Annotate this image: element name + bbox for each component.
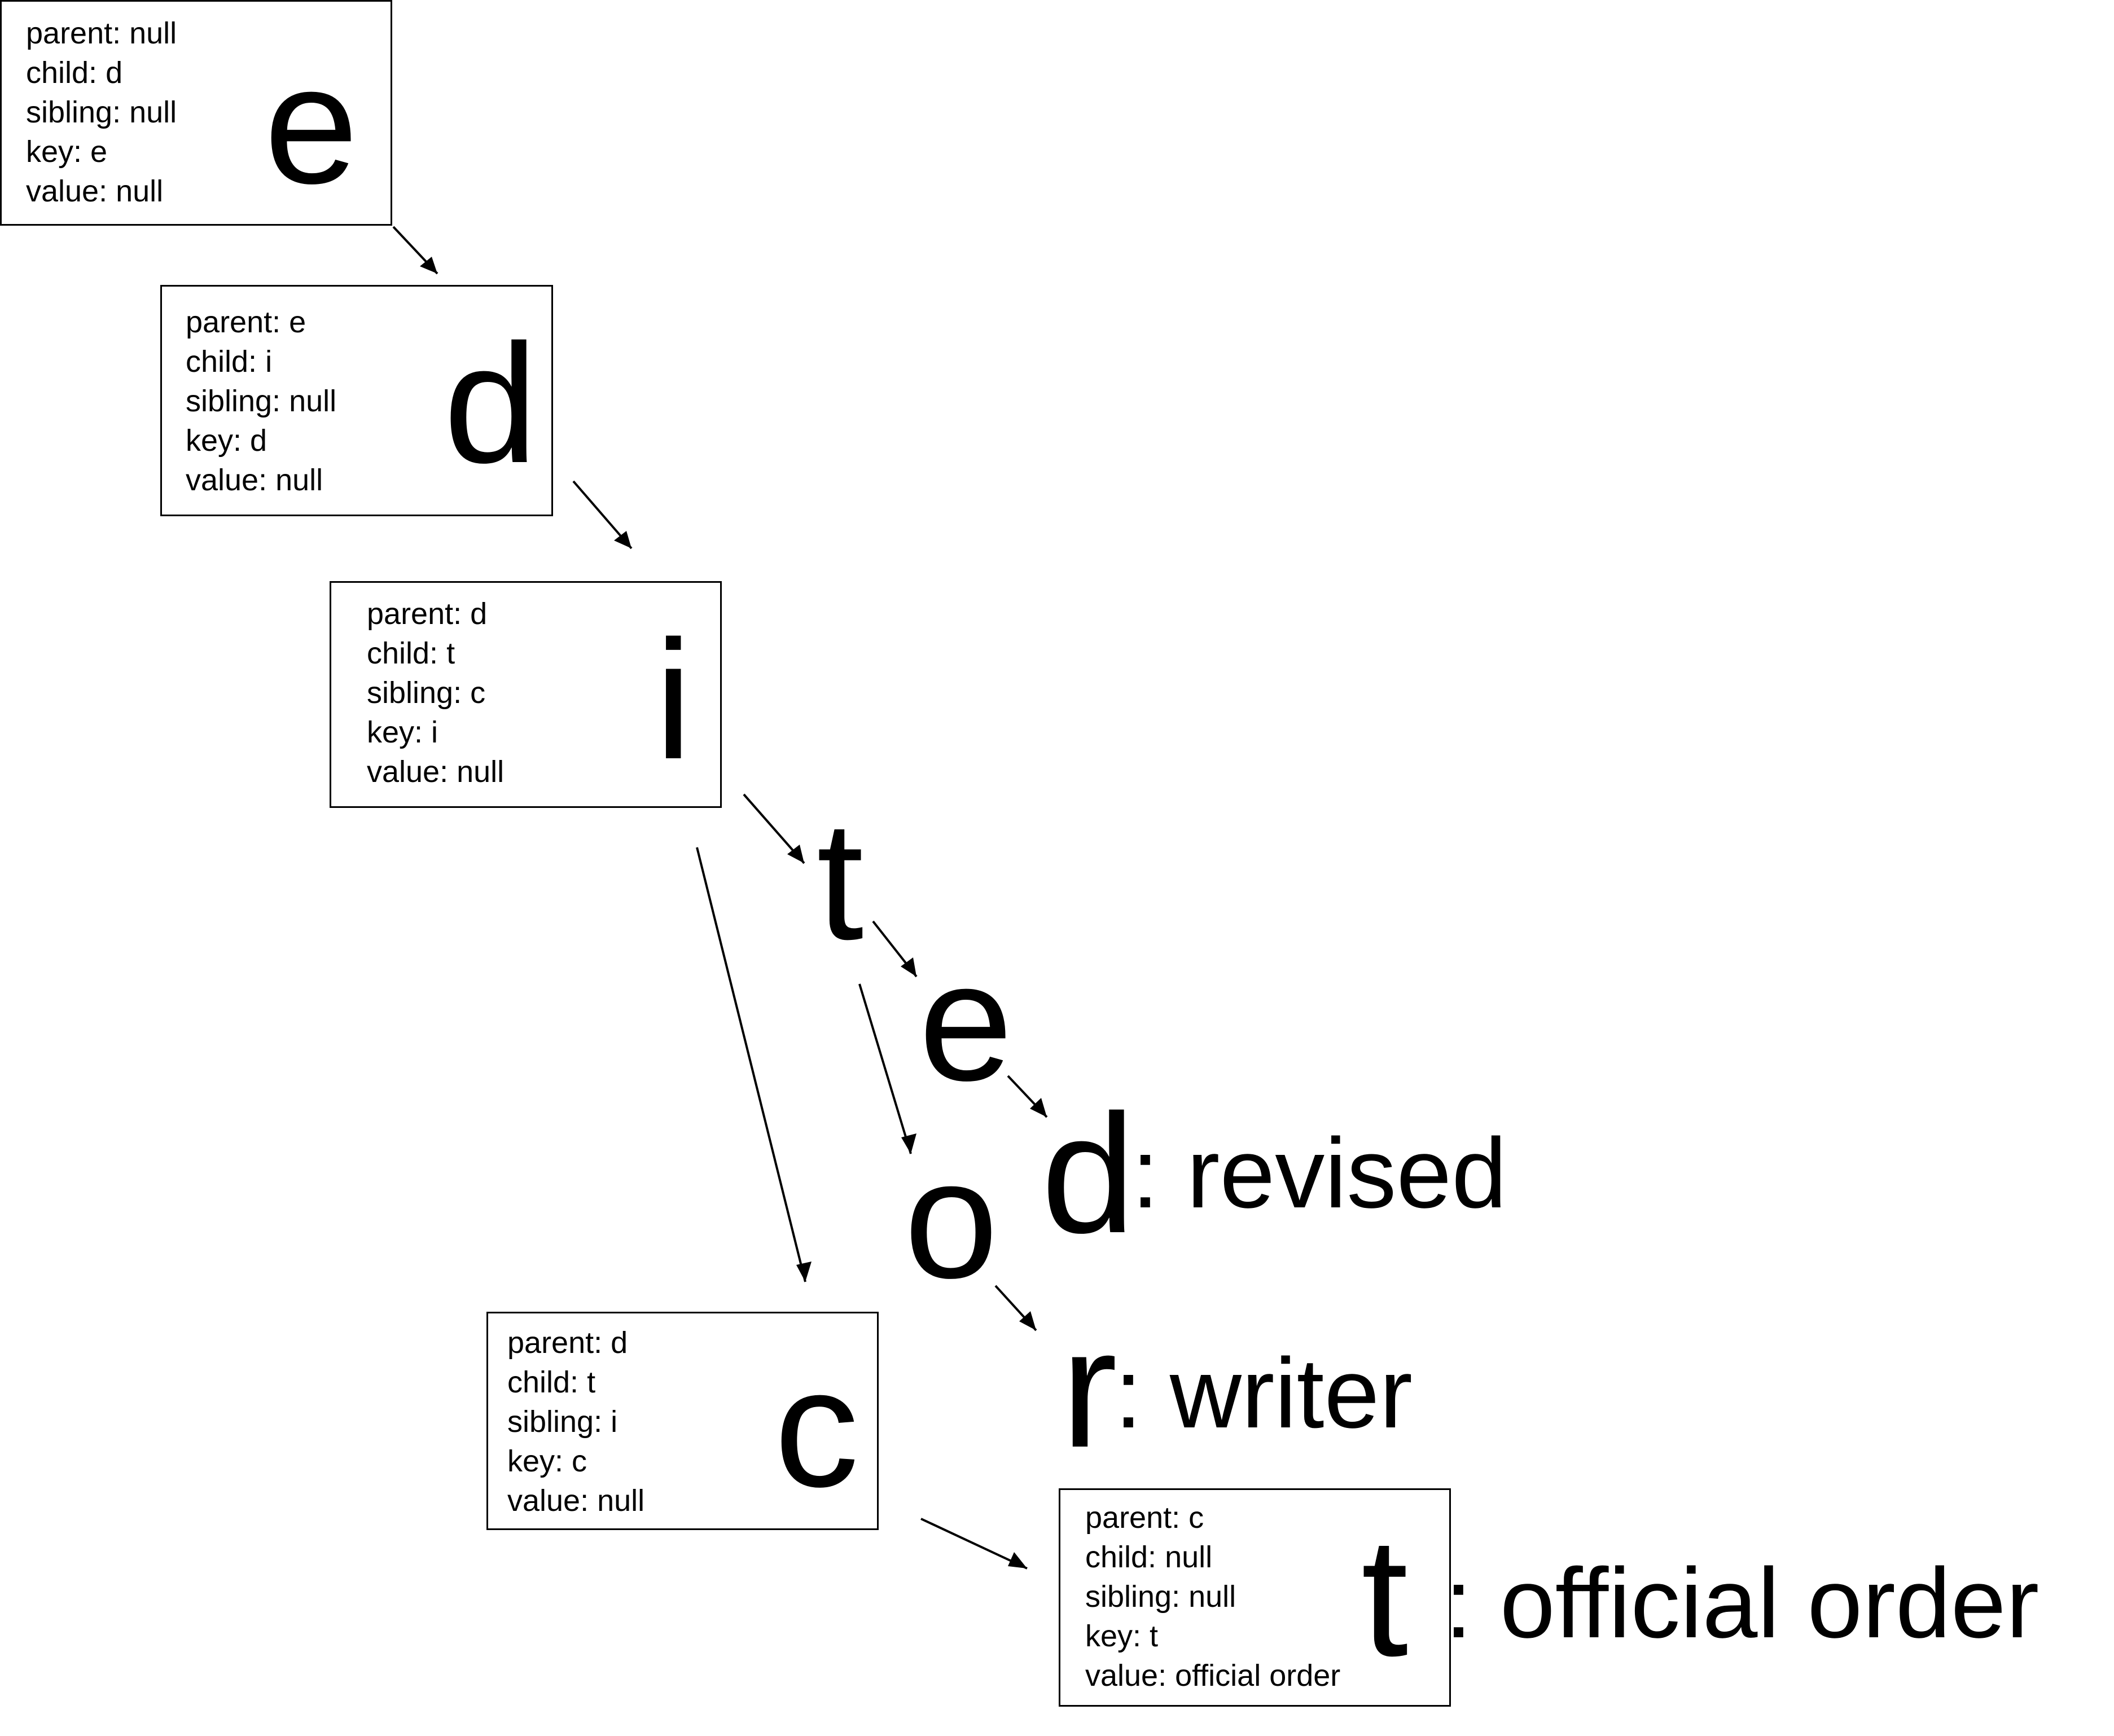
letter-d: d: [1041, 1079, 1135, 1268]
node-t-parent: parent: c: [1085, 1501, 1204, 1535]
node-d-box: [160, 285, 553, 516]
letter-r: r: [1061, 1293, 1117, 1483]
node-i-parent: parent: d: [367, 597, 488, 631]
arrowhead: [901, 1133, 916, 1154]
node-i-letter: i: [655, 605, 692, 794]
node-d-child: child: i: [186, 345, 273, 379]
node-e-value: value: null: [26, 174, 164, 208]
node-i-key: key: i: [367, 715, 438, 749]
arrow-t-to-o: [858, 983, 912, 1154]
node-t-child: child: null: [1085, 1540, 1213, 1574]
arrowhead: [796, 1262, 812, 1282]
node-d-parent: parent: e: [186, 305, 306, 339]
node-i-box: [330, 581, 722, 808]
value-label-writer: : writer: [1115, 1338, 1413, 1449]
letter-o: o: [904, 1124, 998, 1313]
node-i-fields: parent: d child: t sibling: c key: i val…: [367, 594, 504, 792]
node-c-fields: parent: d child: t sibling: i key: c val…: [507, 1323, 644, 1520]
node-t-sibling: sibling: null: [1085, 1580, 1236, 1614]
node-i-sibling: sibling: c: [367, 676, 486, 710]
node-e-letter: e: [264, 29, 358, 219]
node-d-key: key: d: [186, 424, 267, 458]
node-d-fields: parent: e child: i sibling: null key: d …: [186, 302, 336, 500]
node-d-letter: d: [444, 309, 538, 498]
value-label-revised: : revised: [1131, 1118, 1507, 1229]
value-label-official-order: : official order: [1445, 1548, 2040, 1659]
node-t-box: [1059, 1488, 1451, 1707]
node-e-key: key: e: [26, 135, 108, 169]
node-e-sibling: sibling: null: [26, 95, 177, 129]
node-i-value: value: null: [367, 755, 505, 789]
node-t-fields: parent: c child: null sibling: null key:…: [1085, 1498, 1340, 1695]
node-c-key: key: c: [507, 1444, 587, 1478]
node-c-letter: c: [774, 1333, 859, 1522]
arrowhead: [1019, 1311, 1036, 1330]
node-e-parent: parent: null: [26, 16, 177, 50]
node-d-value: value: null: [186, 463, 323, 497]
arrowhead: [420, 257, 437, 274]
arrowhead: [1008, 1552, 1027, 1568]
node-c-child: child: t: [507, 1365, 596, 1399]
node-d-sibling: sibling: null: [186, 384, 337, 418]
node-t-letter: t: [1361, 1502, 1409, 1691]
node-t-value: value: official order: [1085, 1659, 1341, 1693]
arrowhead: [1030, 1098, 1047, 1117]
arrow-i-to-c: [696, 847, 806, 1282]
node-c-box: [486, 1312, 879, 1530]
node-c-value: value: null: [507, 1484, 645, 1518]
arrowhead: [901, 957, 916, 977]
node-t-key: key: t: [1085, 1619, 1159, 1653]
arrowhead: [614, 531, 631, 548]
node-e-fields: parent: null child: d sibling: null key:…: [26, 14, 177, 211]
arrowhead: [787, 845, 804, 863]
node-e-child: child: d: [26, 56, 123, 90]
letter-e: e: [919, 926, 1013, 1116]
letter-t: t: [817, 785, 864, 975]
node-c-parent: parent: d: [507, 1326, 628, 1360]
node-e-box: [0, 0, 392, 226]
node-i-child: child: t: [367, 636, 455, 670]
node-c-sibling: sibling: i: [507, 1405, 618, 1439]
arrow-c-to-t: [920, 1518, 1028, 1570]
